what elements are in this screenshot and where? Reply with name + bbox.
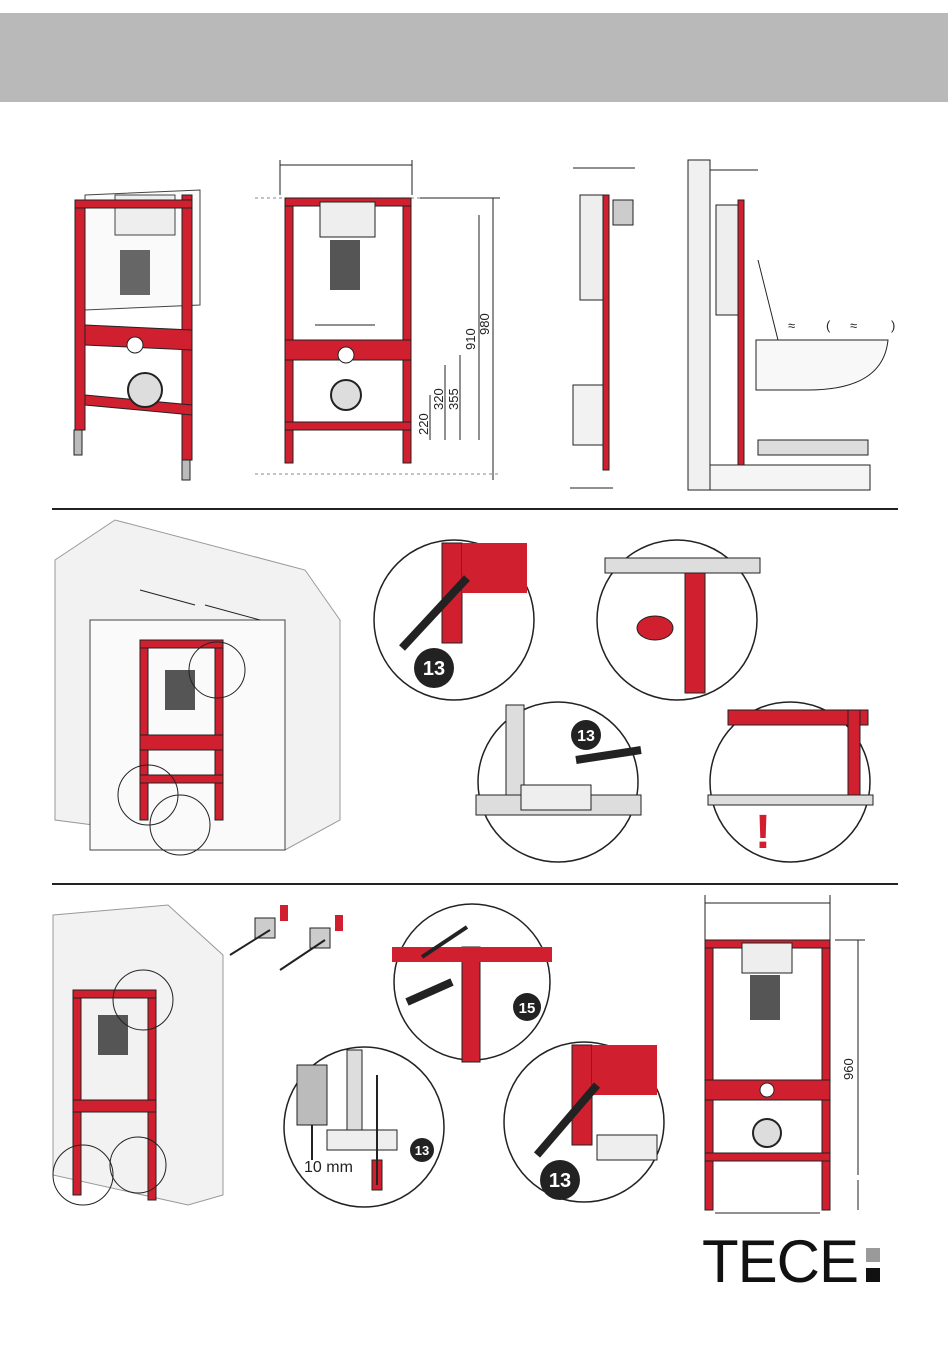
header-bar (0, 13, 948, 102)
wrench-size-13-label-4: 13 (549, 1170, 571, 1192)
height-bracket-close: ) (891, 318, 895, 333)
tece-logo: TECE (702, 1232, 880, 1292)
detail-knockout-removal (595, 538, 760, 703)
dimension-320: 320 (431, 388, 446, 410)
detail-wrench-13-top: 13 (372, 538, 537, 703)
wall-section-wc-drawing: ≈ ( ≈ ) (688, 160, 918, 495)
dimension-355: 355 (446, 388, 461, 410)
height-bracket-open: ( (826, 318, 831, 333)
detail-drill-anchor: 13 10 mm (282, 1045, 447, 1210)
detail-wrench-13-foot: 13 (476, 700, 641, 865)
tece-logo-text: TECE (702, 1232, 858, 1292)
height-approx-symbol-2: ≈ (850, 318, 857, 333)
fixing-kit-parts (225, 900, 355, 990)
section-divider-2 (52, 883, 898, 885)
wrench-size-15-label: 15 (519, 1000, 536, 1017)
logo-square-grey (866, 1248, 880, 1262)
frame-final-dimension-drawing: 960 (690, 895, 870, 1220)
dimension-960: 960 (841, 1058, 856, 1080)
dimension-910: 910 (463, 328, 478, 350)
dimension-220: 220 (416, 413, 431, 435)
dimension-980: 980 (477, 313, 492, 335)
tece-logo-mark (866, 1248, 880, 1282)
section-divider-1 (52, 508, 898, 510)
wrench-size-13-label-3: 13 (415, 1143, 429, 1158)
frame-side-view-drawing (565, 160, 645, 495)
drill-size-label: 10 mm (304, 1159, 353, 1176)
wrench-size-13-label: 13 (423, 658, 445, 680)
wrench-size-13-label-2: 13 (577, 728, 595, 745)
warning-mark: ! (755, 806, 771, 859)
logo-square-black (866, 1268, 880, 1282)
frame-perspective-illustration (60, 180, 220, 480)
frame-mounted-wall-illustration (48, 905, 228, 1210)
detail-wrench-15-adjust: 15 (392, 902, 552, 1062)
height-approx-symbol: ≈ (788, 318, 795, 333)
detail-warning-level: ! (708, 700, 873, 865)
detail-wrench-13-final: 13 (502, 1040, 667, 1205)
frame-front-dimension-drawing: 910 980 220 320 355 (255, 160, 500, 485)
frame-in-wall-recess-illustration (45, 520, 340, 860)
